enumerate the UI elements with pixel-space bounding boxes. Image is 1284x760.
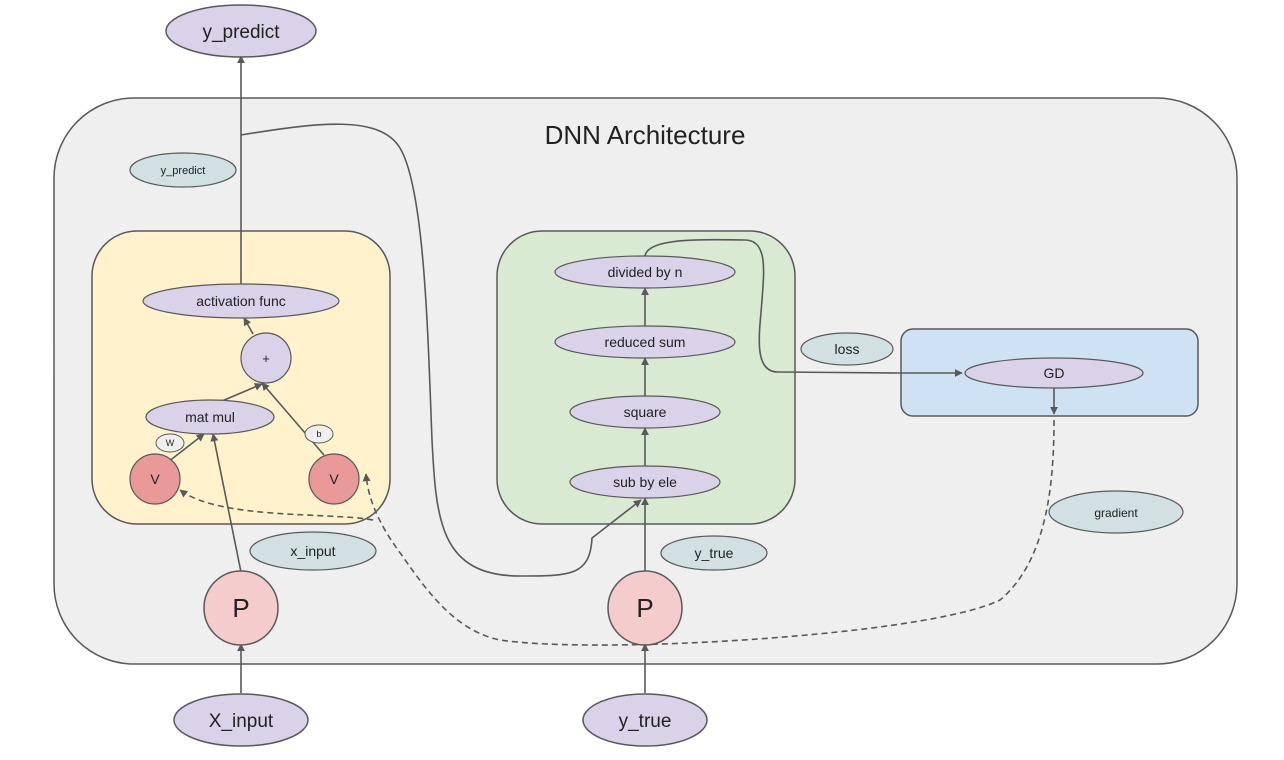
node-y-predict-tensor-label: y_predict <box>161 165 206 177</box>
edges <box>167 55 1058 693</box>
node-gd-label: GD <box>1044 365 1065 381</box>
node-y-true-tensor-label: y_true <box>695 545 734 561</box>
node-divided-by-n[interactable]: divided by n <box>554 255 736 289</box>
node-variable-w[interactable]: V <box>129 453 181 505</box>
edge-add-to-activation <box>243 317 254 335</box>
edge-varw-to-matmul <box>167 433 205 463</box>
tag-b-label: b <box>316 429 321 439</box>
node-x-input-tensor-label: x_input <box>290 543 335 559</box>
diagram-title: DNN Architecture <box>545 120 746 150</box>
node-y-predict-output[interactable]: y_predict <box>165 4 317 58</box>
tag-w-label: W <box>166 438 175 448</box>
loss-container <box>496 230 796 525</box>
node-x-input-label: X_input <box>209 711 274 732</box>
node-variable-b[interactable]: V <box>308 453 360 505</box>
node-variable-w-label: V <box>150 471 160 487</box>
edge-placeholder-to-matmul <box>210 433 242 573</box>
node-square[interactable]: square <box>569 395 721 429</box>
node-sub-by-ele[interactable]: sub by ele <box>569 465 721 499</box>
tag-b: b <box>304 424 334 444</box>
node-y-predict-tensor[interactable]: y_predict <box>129 152 237 188</box>
node-loss[interactable]: loss <box>800 332 894 366</box>
node-placeholder-y-label: P <box>636 593 653 623</box>
node-reduced-sum-label: reduced sum <box>605 334 686 350</box>
node-variable-b-label: V <box>329 471 339 487</box>
edge-matmul-to-add <box>221 383 263 402</box>
node-gradient[interactable]: gradient <box>1048 490 1184 534</box>
node-placeholder-y[interactable]: P <box>607 570 683 646</box>
node-divided-by-n-label: divided by n <box>608 264 683 280</box>
node-y-true[interactable]: y_true <box>582 693 708 747</box>
node-gradient-label: gradient <box>1094 506 1138 520</box>
node-y-predict-output-label: y_predict <box>202 22 280 43</box>
node-placeholder-x[interactable]: P <box>203 570 279 646</box>
node-reduced-sum[interactable]: reduced sum <box>554 325 736 359</box>
node-gd[interactable]: GD <box>964 357 1144 389</box>
node-mat-mul[interactable]: mat mul <box>145 399 275 435</box>
node-y-true-label: y_true <box>619 711 672 732</box>
node-x-input-tensor[interactable]: x_input <box>249 531 377 571</box>
edge-ypredict-to-sub <box>240 123 642 577</box>
node-activation-func[interactable]: activation func <box>142 283 340 319</box>
node-placeholder-x-label: P <box>232 593 249 623</box>
node-mat-mul-label: mat mul <box>185 409 235 425</box>
edge-divided-to-gd <box>644 238 963 377</box>
node-add-label: + <box>262 351 270 366</box>
edge-varb-to-add <box>261 382 325 456</box>
tag-w: W <box>155 433 185 453</box>
node-y-true-tensor[interactable]: y_true <box>660 535 768 571</box>
node-activation-func-label: activation func <box>196 293 286 309</box>
node-loss-label: loss <box>835 341 860 357</box>
node-square-label: square <box>624 404 667 420</box>
nodes: y_predict y_predict activation func + ma… <box>129 4 1184 747</box>
node-x-input[interactable]: X_input <box>173 693 309 747</box>
node-sub-by-ele-label: sub by ele <box>613 474 677 490</box>
node-add[interactable]: + <box>240 332 292 384</box>
